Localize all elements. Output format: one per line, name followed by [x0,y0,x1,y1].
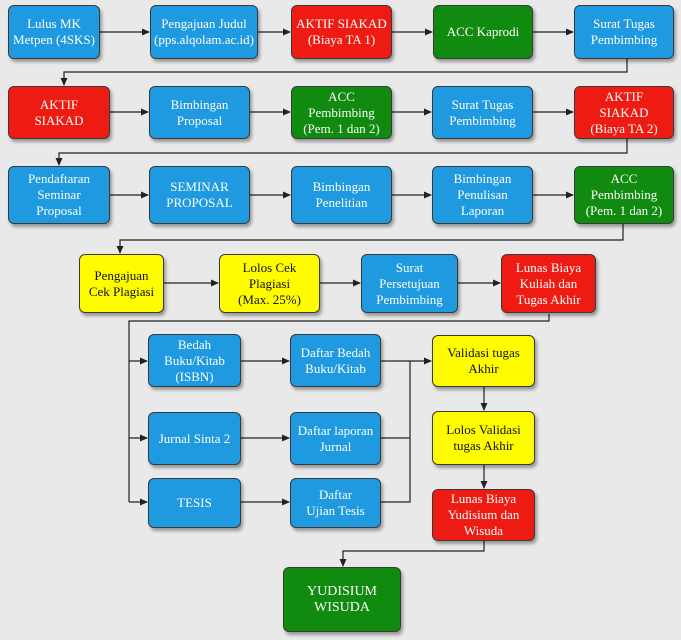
node-bimbingan-proposal: Bimbingan Proposal [149,86,250,139]
node-aktif-siakad-ta2: AKTIF SIAKAD (Biaya TA 2) [574,86,674,139]
node-acc-pembimbing-1: ACC Pembimbing (Pem. 1 dan 2) [291,86,392,139]
node-lolos-validasi: Lolos Validasi tugas Akhir [432,411,535,465]
node-bimbingan-penulisan: Bimbingan Penulisan Laporan [432,166,533,224]
node-daftar-laporan-jurnal: Daftar laporan Jurnal [290,412,381,465]
node-lolos-cek-plagiasi: Lolos Cek Plagiasi (Max. 25%) [219,254,320,313]
node-bedah-buku: Bedah Buku/Kitab (ISBN) [148,334,241,387]
arrow-siakad2-to-pendaftaran [55,139,628,166]
merge-tesis [381,438,411,503]
node-surat-tugas-1: Surat Tugas Pembimbing [574,5,674,59]
node-yudisium-wisuda: YUDISIUM WISUDA [283,567,401,632]
node-lulus-mk: Lulus MK Metpen (4SKS) [8,5,100,59]
merge-jurnal [381,361,411,439]
node-validasi-tugas-akhir: Validasi tugas Akhir [432,335,535,387]
arrow-lunas-to-yudisium [339,541,485,567]
node-seminar-proposal: SEMINAR PROPOSAL [149,166,250,224]
node-daftar-ujian-tesis: Daftar Ujian Tesis [290,478,381,528]
arrow-surat1-to-aktif [60,58,628,86]
node-tesis: TESIS [148,478,241,528]
node-pengajuan-cek-plagiasi: Pengajuan Cek Plagiasi [79,254,164,313]
node-surat-persetujuan: Surat Persetujuan Pembimbing [361,254,458,313]
node-pendaftaran-seminar: Pendaftaran Seminar Proposal [8,166,110,224]
node-pengajuan-judul: Pengajuan Judul (pps.alqolam.ac.id) [150,5,258,59]
branch-trunk [128,314,550,502]
arrow-acc2-to-pengajuan-cek [116,224,624,254]
node-aktif-siakad: AKTIF SIAKAD [8,86,110,139]
node-surat-tugas-2: Surat Tugas Pembimbing [432,86,533,139]
node-jurnal-sinta: Jurnal Sinta 2 [148,412,241,465]
node-aktif-siakad-ta1: AKTIF SIAKAD (Biaya TA 1) [291,5,392,59]
node-lunas-biaya-ta: Lunas Biaya Kuliah dan Tugas Akhir [501,254,596,313]
node-acc-pembimbing-2: ACC Pembimbing (Pem. 1 dan 2) [574,166,674,224]
node-acc-kaprodi: ACC Kaprodi [433,5,533,59]
node-lunas-biaya-yudisium: Lunas Biaya Yudisium dan Wisuda [432,489,535,541]
node-bimbingan-penelitian: Bimbingan Penelitian [291,166,392,224]
node-daftar-bedah: Daftar Bedah Buku/Kitab [290,334,381,387]
